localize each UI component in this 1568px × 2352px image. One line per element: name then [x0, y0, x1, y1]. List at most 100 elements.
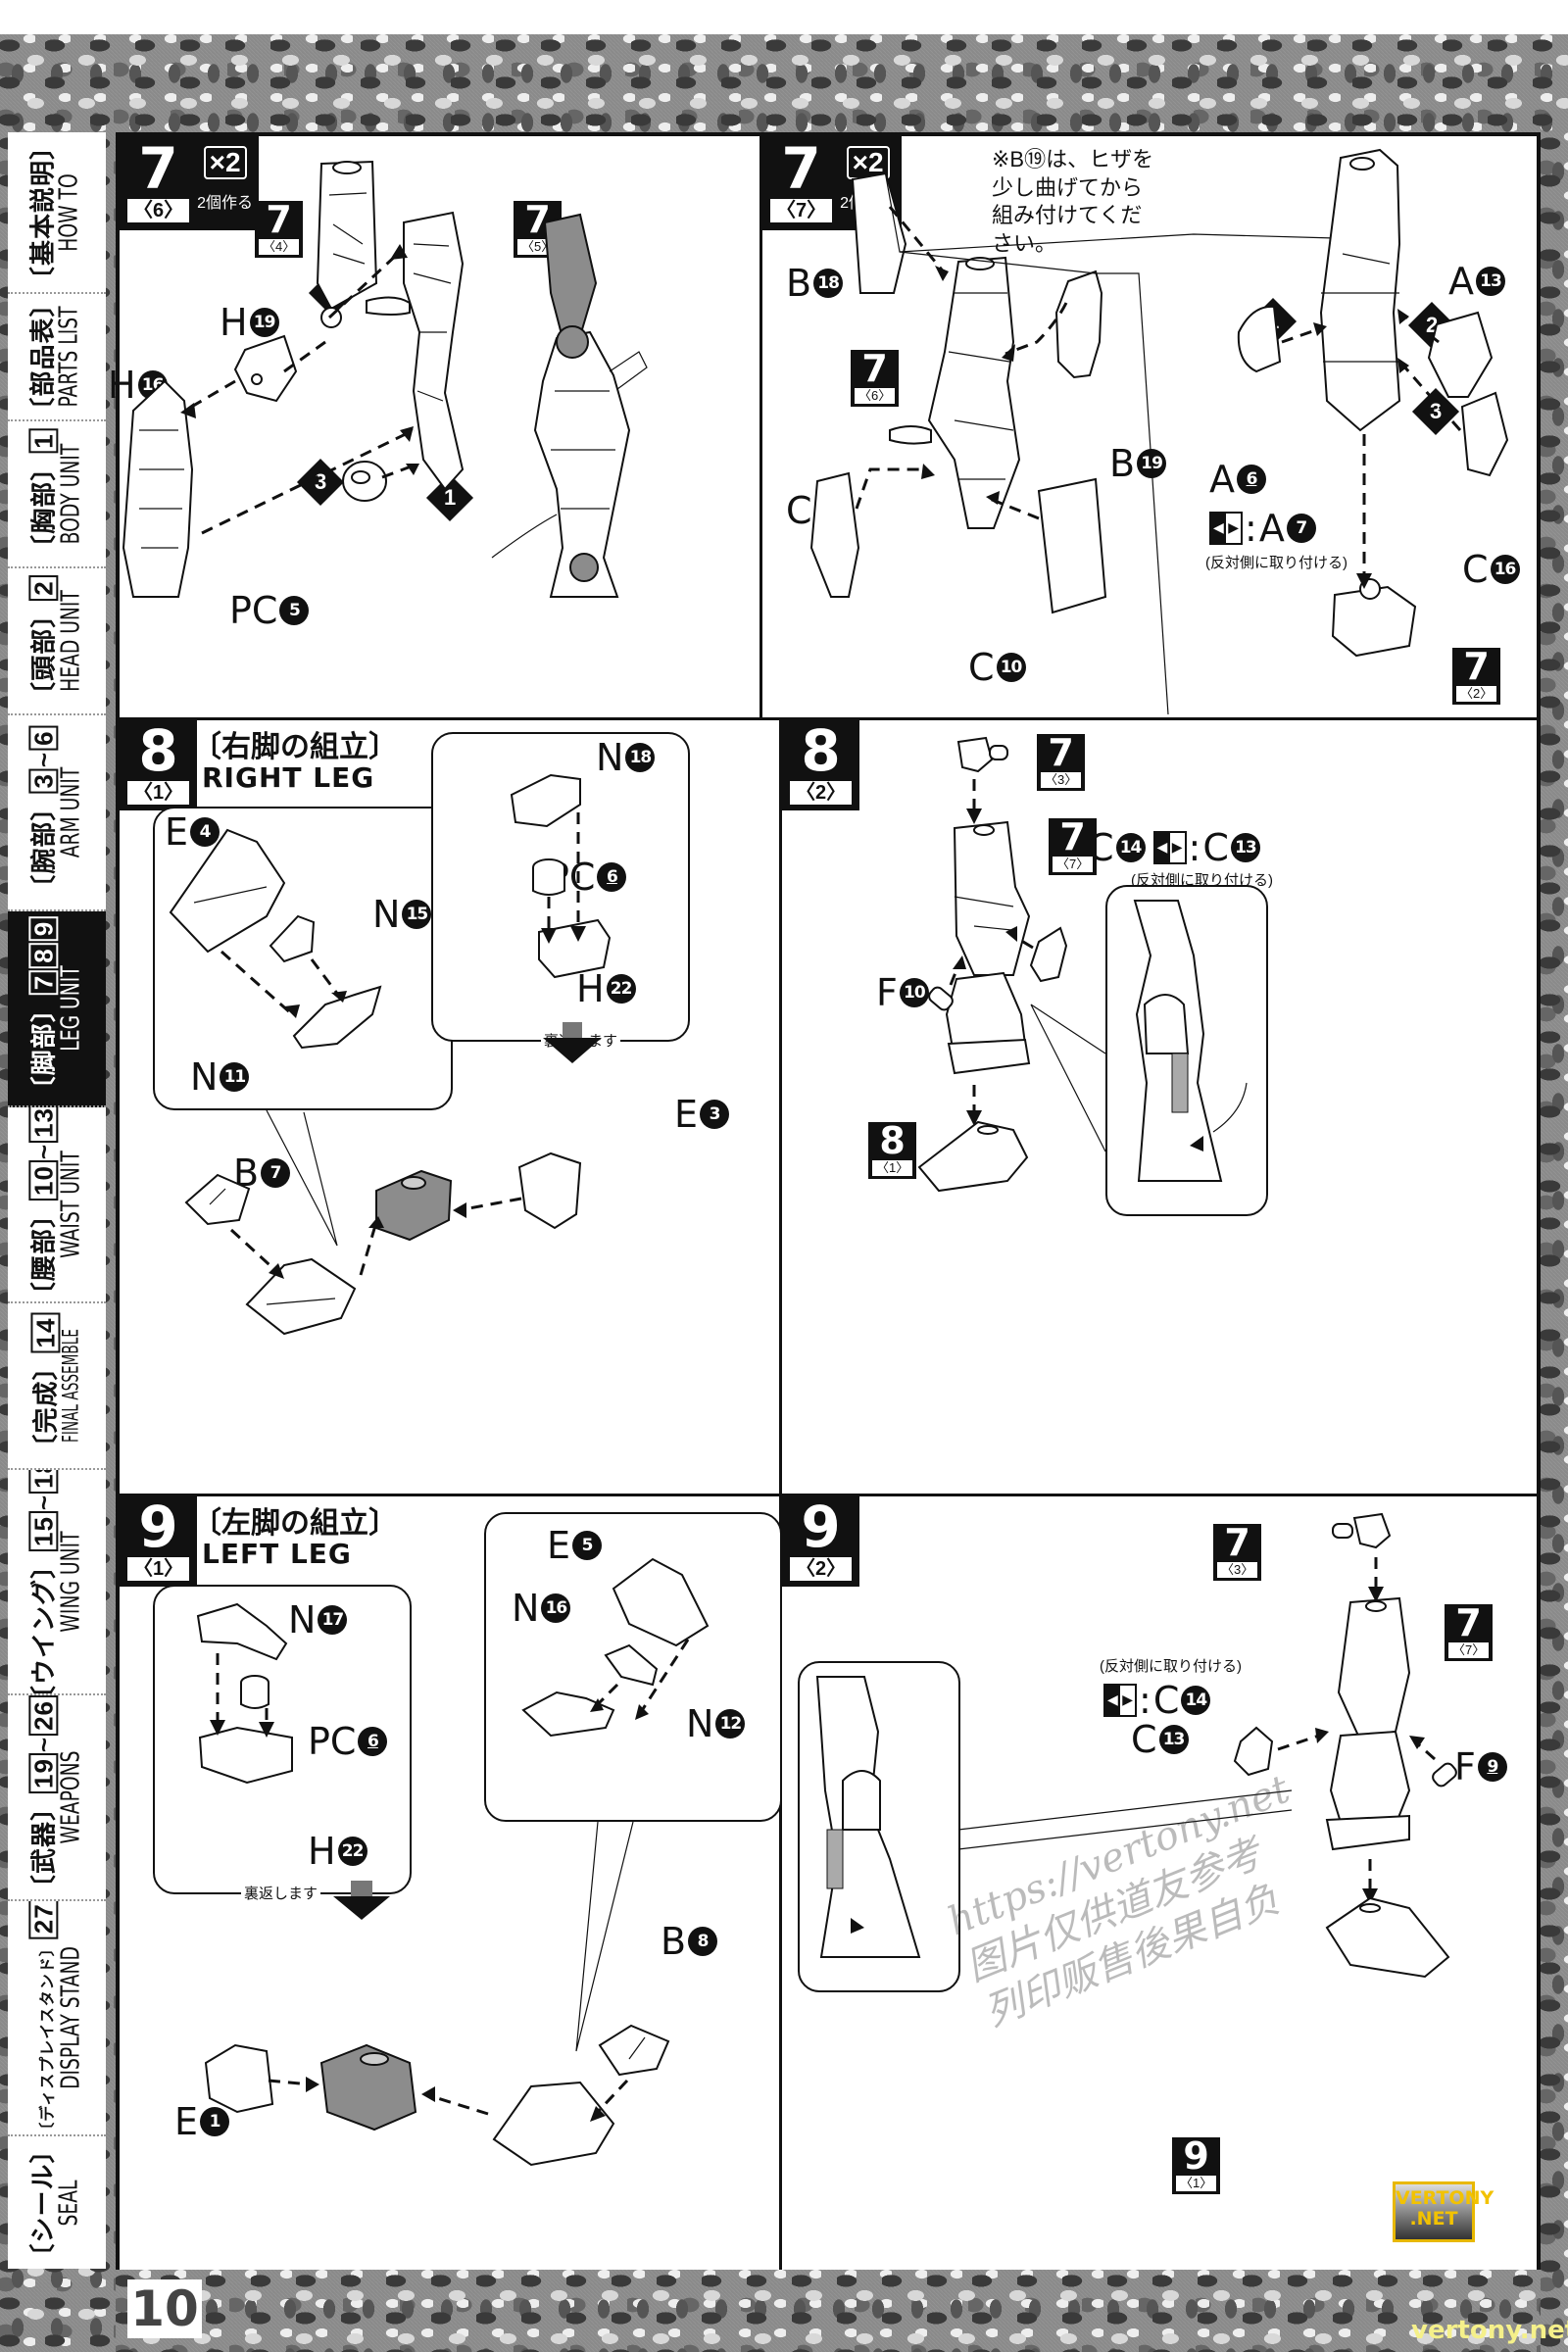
tab-label-en: HOW TO — [55, 172, 84, 252]
step-number: 8 — [138, 717, 178, 784]
step-reference: 7〈6〉 — [851, 350, 900, 407]
step-title-jp: 〔左脚の組立〕 — [192, 1507, 398, 1540]
tab-label-jp: 〔完成〕14 — [30, 1303, 61, 1468]
panel-divider — [779, 717, 782, 2266]
step-number: 7 — [138, 135, 178, 202]
tab-label-en: ARM UNIT — [56, 766, 86, 858]
knee-armor-assembly-drawing — [809, 148, 1509, 715]
right-leg-assembly-drawing — [917, 736, 1248, 1193]
multiplier-badge: ×2 — [203, 146, 247, 179]
tab-label-en: HEAD UNIT — [56, 590, 86, 692]
panel-divider — [120, 717, 1537, 720]
tab-label-jp: 〔腕部〕3~6 — [28, 724, 59, 901]
step-reference: 7〈7〉 — [1049, 818, 1098, 875]
tab-label-en: BODY UNIT — [56, 443, 86, 545]
tab-label-jp: 〔頭部〕2 — [28, 570, 59, 711]
watermark-site-text: vertony.net — [1411, 2316, 1568, 2345]
step-reference: 7〈2〉 — [1452, 648, 1501, 705]
mirror-side-icon — [1152, 831, 1187, 864]
step-badge: 7 〈6〉 ×2 2個作る — [120, 135, 260, 230]
camo-background-bottom — [116, 2270, 1541, 2352]
step-title-en: LEFT LEG — [202, 1538, 352, 1570]
step-number: 9 — [138, 1494, 178, 1560]
step-badge: 9 〈1〉 — [120, 1494, 198, 1587]
tab-label-jp: 〔脚部〕789 — [28, 915, 59, 1102]
mirror-part-label: : C14 — [1103, 1679, 1211, 1722]
step-number: 8 — [801, 717, 841, 784]
tab-parts-list[interactable]: 〔部品表〕PARTS LIST — [8, 294, 106, 421]
tab-label-en: SEAL — [55, 2180, 84, 2226]
left-leg-assembly-drawing — [815, 1512, 1457, 1979]
step-7-7-panel: 7 〈7〉 ×2 2個作る ※B⑲は、ヒザを 少し曲げてから 組み付けてくだ さ… — [762, 136, 1537, 717]
step-reference: 9〈1〉 — [1172, 2137, 1221, 2194]
tab-label-en: WING UNIT — [56, 1531, 86, 1633]
tab-seal[interactable]: 〔シール〕SEAL — [8, 2136, 106, 2269]
step-8-1-panel: 8 〈1〉 〔右脚の組立〕 RIGHT LEG 裏返します E4 N15 N11… — [120, 720, 779, 1494]
step-substep: 〈1〉 — [125, 1555, 192, 1583]
step-8-2-panel: 8 〈2〉 7〈3〉 7〈7〉 8〈1〉 C14 : C13 (反対側に取り付け… — [782, 720, 1537, 1494]
step-badge: 8 〈2〉 — [782, 717, 860, 810]
step-badge: 8 〈1〉 — [120, 717, 198, 810]
tab-label-en: WEAPONS — [56, 1750, 86, 1844]
tab-label-jp: 〔基本説明〕 — [27, 132, 58, 292]
tab-label-en: WAIST UNIT — [56, 1151, 86, 1258]
flip-over-note: 裏返します — [241, 1883, 321, 1903]
mirror-note: (反対側に取り付ける) — [1205, 555, 1348, 571]
mirror-part-label: C14 : C13 — [1088, 826, 1260, 869]
tab-label-jp: 〔腰部〕10~13 — [28, 1107, 59, 1301]
step-number: 7 — [781, 135, 821, 202]
tab-label-en: FINAL ASSEMBLE — [59, 1329, 84, 1443]
tab-label-jp: 〔部品表〕 — [27, 294, 58, 421]
step-title-en: RIGHT LEG — [202, 761, 375, 794]
step-number: 9 — [801, 1494, 841, 1560]
step-reference: 7〈3〉 — [1037, 734, 1086, 791]
step-substep: 〈6〉 — [125, 197, 192, 224]
mirror-side-icon — [1103, 1684, 1137, 1717]
tab-how-to[interactable]: 〔基本説明〕HOW TO — [8, 132, 106, 294]
step-title-jp: 〔右脚の組立〕 — [192, 731, 398, 763]
right-foot-assembly-drawing — [169, 773, 612, 1336]
leg-frame-assembly-drawing — [122, 160, 648, 598]
panel-divider — [120, 1494, 1537, 1496]
tab-label-en: DISPLAY STAND — [56, 1946, 86, 2089]
camo-background-right — [1541, 132, 1568, 2352]
tab-label-jp: 〔武器〕19~26 — [28, 1695, 59, 1899]
tab-label-jp: 〔胸部〕1 — [28, 424, 59, 564]
step-substep: 〈7〉 — [768, 197, 835, 224]
tab-label-jp: 〔ウイング〕15~18 — [28, 1470, 59, 1693]
step-substep: 〈2〉 — [788, 1555, 855, 1583]
tab-label-en: PARTS LIST — [55, 306, 84, 408]
mirror-note: (反対側に取り付ける) — [1100, 1658, 1242, 1675]
make-count-note: 2個作る — [197, 195, 254, 212]
tab-label-en: LEG UNIT — [56, 965, 86, 1052]
assembly-note: ※B⑲は、ヒザを 少し曲げてから 組み付けてくだ さい。 — [992, 147, 1154, 256]
